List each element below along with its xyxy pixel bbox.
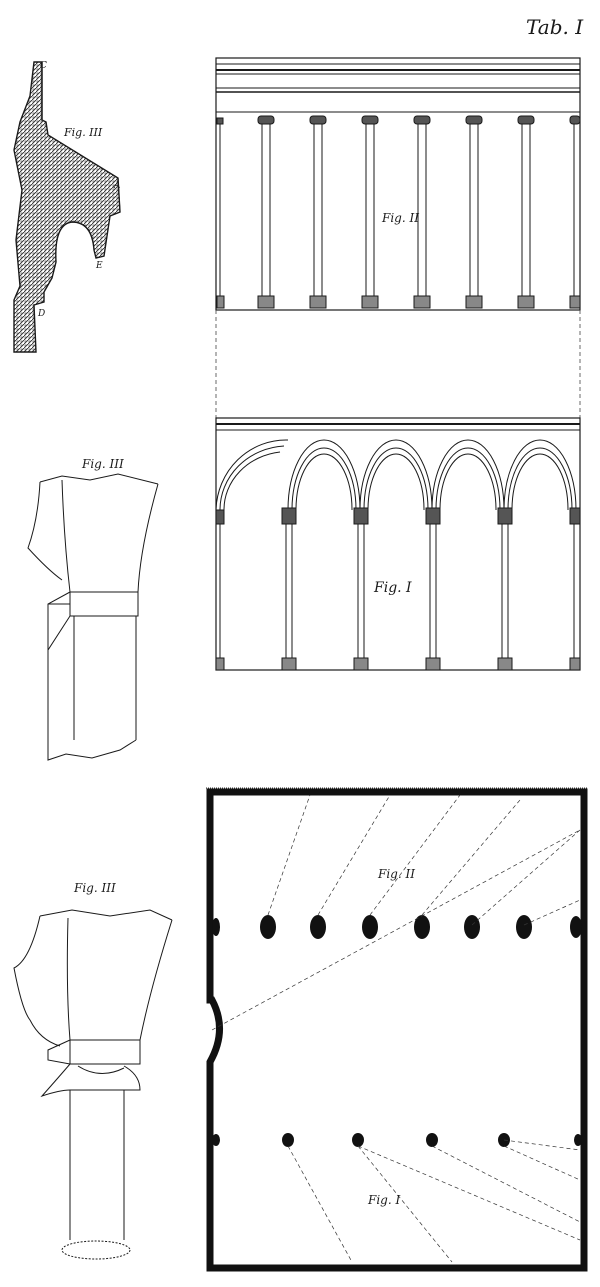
pier-lower-label: Fig. III xyxy=(73,881,116,895)
plan-lower-label: Fig. I xyxy=(367,1193,400,1207)
column xyxy=(569,115,581,309)
plan-columns-lower xyxy=(212,1133,582,1147)
pier-detail-lower: Fig. III xyxy=(13,881,173,1260)
column xyxy=(361,115,379,309)
elevation-connectors xyxy=(215,310,581,418)
pier-upper-label: Fig. III xyxy=(81,457,124,471)
section-wall-profile xyxy=(13,61,121,353)
colonnade-columns xyxy=(216,115,581,309)
column xyxy=(216,117,225,309)
section-figure: C A E D Fig. III xyxy=(13,61,121,353)
section-letter-a: A xyxy=(113,181,121,191)
pier xyxy=(497,507,513,671)
column xyxy=(517,115,535,309)
column xyxy=(257,115,275,309)
pier xyxy=(215,509,225,671)
column xyxy=(309,115,327,309)
floor-plan: Fig. II Fig. I xyxy=(206,787,588,1272)
pier-detail-upper: Fig. III xyxy=(27,457,159,761)
elevation-upper-label: Fig. II xyxy=(381,211,419,225)
arcade-arches xyxy=(215,439,577,511)
section-letter-e: E xyxy=(95,261,103,271)
plan-sightlines-upper xyxy=(211,794,581,1031)
section-letter-d: D xyxy=(37,309,45,319)
elevation-lower-label: Fig. I xyxy=(373,580,412,596)
pier xyxy=(281,507,297,671)
section-letter-c: C xyxy=(40,61,47,71)
plan-columns-upper xyxy=(212,915,582,939)
plate-title: Tab. I xyxy=(526,15,584,39)
plan-sightlines-lower xyxy=(287,1139,581,1263)
pier xyxy=(569,507,581,671)
arcade-piers xyxy=(215,507,581,671)
plan-walls xyxy=(206,788,588,1272)
column xyxy=(413,115,431,309)
elevation-colonnade: Fig. II xyxy=(215,57,581,311)
column xyxy=(465,115,483,309)
pier xyxy=(425,507,441,671)
pier xyxy=(353,507,369,671)
elevation-arcade: Fig. I xyxy=(215,417,581,671)
section-fig-label: Fig. III xyxy=(63,126,103,139)
plan-upper-label: Fig. II xyxy=(377,867,415,881)
